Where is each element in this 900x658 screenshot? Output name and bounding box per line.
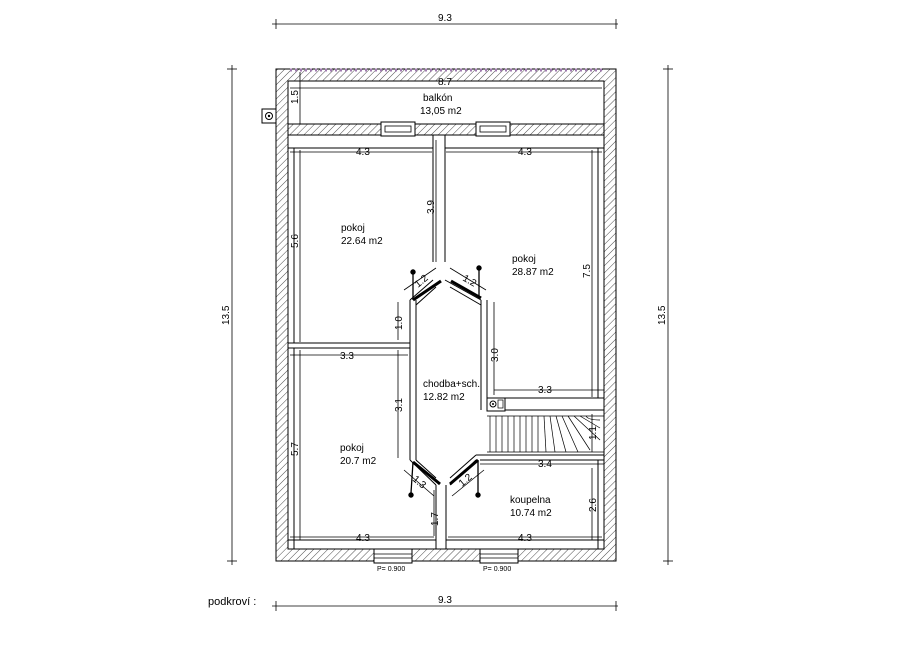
dim-room-bl-width: 4.3 — [356, 533, 370, 544]
dim-bottom-total: 9.3 — [438, 595, 452, 606]
dim-corridor-left-upper: 1.0 — [394, 316, 405, 330]
staircase — [487, 415, 604, 453]
chimney-symbol-left — [261, 108, 277, 124]
room-name-bl: pokoj — [340, 443, 364, 454]
dim-balcony-width: 8.7 — [438, 77, 452, 88]
inner-dimension-lines — [290, 72, 604, 540]
dim-stair-depth: 1.1 — [588, 426, 599, 440]
room-name-tl: pokoj — [341, 223, 365, 234]
dim-balcony-depth: 1.5 — [290, 90, 301, 104]
room-area-bl: 20.7 m2 — [340, 456, 377, 467]
dim-corridor-left-lower: 3.1 — [394, 398, 405, 412]
dim-diag-tl: 1.2 — [413, 273, 431, 291]
balcony-wall — [287, 121, 605, 137]
dim-bath-depth: 2.6 — [588, 498, 599, 512]
dim-left-total: 13.5 — [221, 305, 232, 325]
dim-stair-width: 3.4 — [538, 459, 552, 470]
dim-top-total: 9.3 — [438, 13, 452, 24]
room-area-balcony: 13,05 m2 — [420, 106, 462, 117]
dim-room-tr-depth: 7.5 — [582, 264, 593, 278]
dim-corridor-right-upper: 3.0 — [490, 348, 501, 362]
outer-dimension-lines — [227, 19, 673, 611]
dim-right-mid: 3.3 — [538, 385, 552, 396]
room-name-bathroom: koupelna — [510, 495, 551, 506]
window-bottom-right — [479, 548, 519, 564]
room-name-tr: pokoj — [512, 254, 536, 265]
window-bottom-left — [373, 548, 413, 564]
room-area-corridor: 12.82 m2 — [423, 392, 465, 403]
window-label-right: P= 0.900 — [483, 566, 511, 573]
dim-room-tr-width: 4.3 — [518, 147, 532, 158]
dim-room-tl-width: 4.3 — [356, 147, 370, 158]
room-area-bathroom: 10.74 m2 — [510, 508, 552, 519]
doors — [408, 265, 482, 498]
room-area-tl: 22.64 m2 — [341, 236, 383, 247]
room-area-tr: 28.87 m2 — [512, 267, 554, 278]
dim-right-total: 13.5 — [657, 305, 668, 325]
window-label-left: P= 0.900 — [377, 566, 405, 573]
dim-room-br-width: 4.3 — [518, 533, 532, 544]
room-name-corridor: chodba+sch. — [423, 379, 480, 390]
dim-corridor-top: 3.9 — [426, 200, 437, 214]
dim-bottom-mid: 1.7 — [430, 512, 441, 526]
floor-caption: podkroví : — [208, 596, 256, 608]
chimney-symbol-corridor — [486, 397, 506, 412]
dim-room-tl-depth: 5.6 — [290, 234, 301, 248]
exterior-walls — [275, 68, 617, 562]
interior-walls — [288, 135, 604, 549]
dim-left-mid: 3.3 — [340, 351, 354, 362]
dim-room-bl-depth: 5.7 — [290, 442, 301, 456]
room-name-balcony: balkón — [423, 93, 452, 104]
